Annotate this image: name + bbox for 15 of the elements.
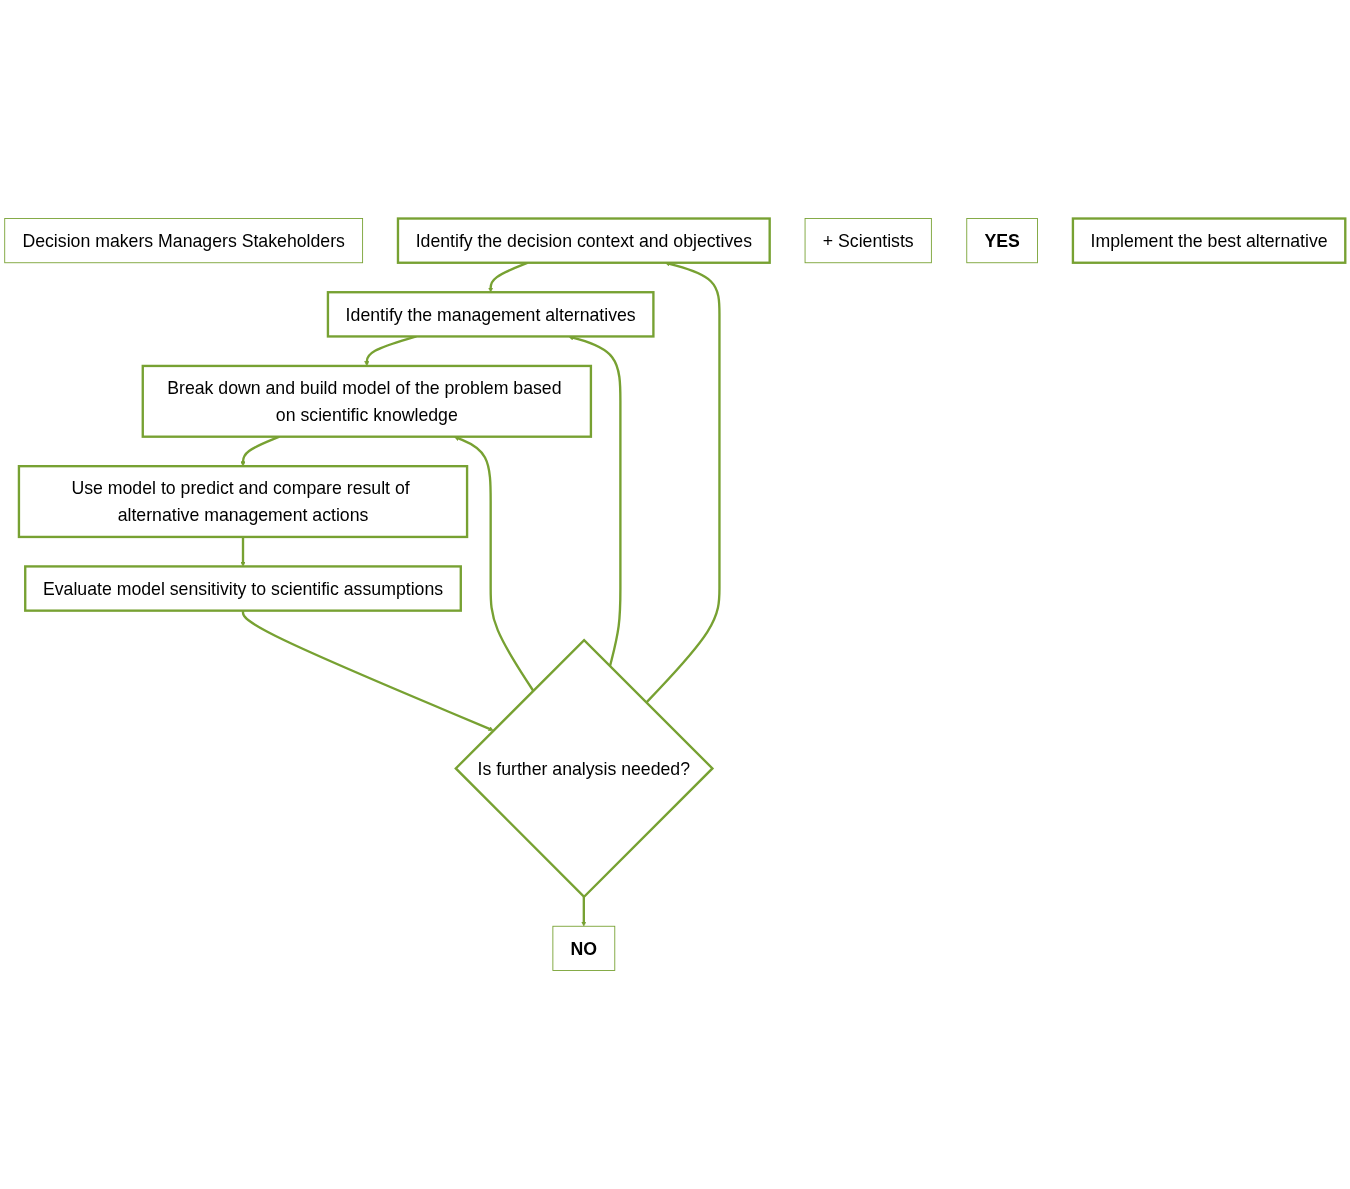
node-box: + Scientists [804, 218, 932, 264]
arrow [581, 896, 587, 927]
node-box: Use model to predict and compare result of alternative management actions [17, 465, 469, 539]
node-box: Decision makers Managers Stakeholders [4, 218, 364, 264]
node-box: Identify the decision context and objectives [396, 217, 771, 264]
arrow [241, 610, 494, 732]
node-box: Identify the management alternatives [326, 291, 655, 338]
node-box: YES [966, 218, 1038, 264]
arrow [240, 536, 246, 567]
node-box: Break down and build model of the problem based on scientific knowledge [141, 364, 593, 438]
node-diamond: Is further analysis needed? [454, 638, 715, 899]
node-box: Implement the best alternative [1071, 217, 1347, 264]
arrow [454, 436, 535, 692]
node-box: Evaluate model sensitivity to scientific assumptions [24, 565, 462, 612]
node-box: NO [552, 925, 616, 971]
